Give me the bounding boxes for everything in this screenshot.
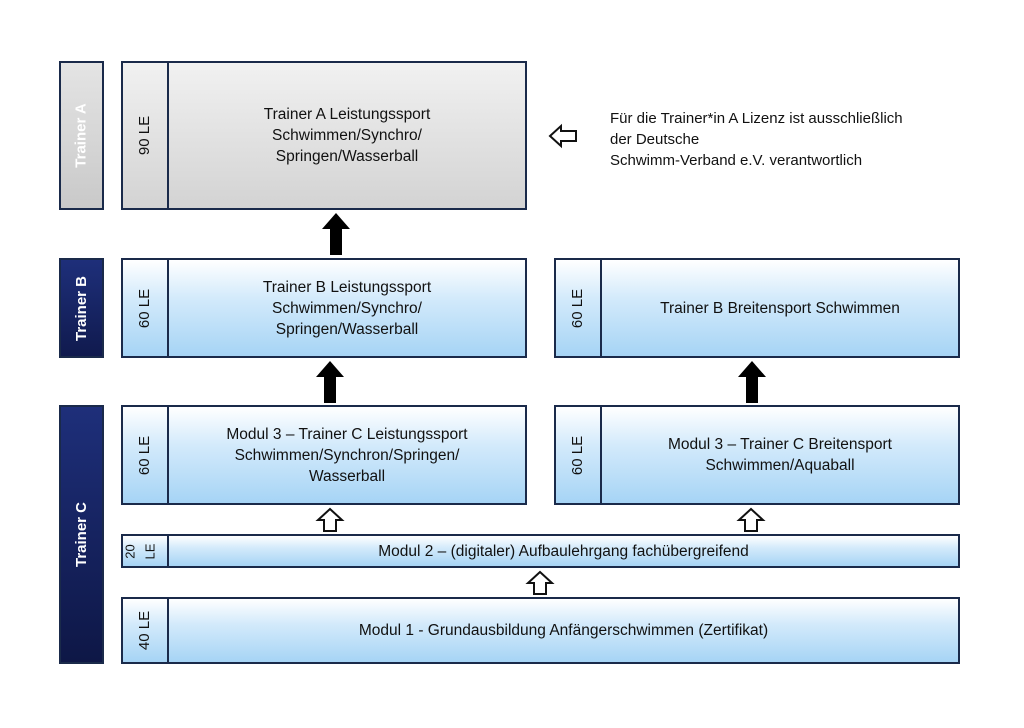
box-trainer-a-leistungssport: 90 LE Trainer A Leistungssport Schwimmen… <box>121 61 527 210</box>
box-text-line: Springen/Wasserball <box>275 320 419 338</box>
le-cell: 20 LE <box>123 536 169 566</box>
solid-up-arrow-icon <box>322 213 350 255</box>
le-cell: 90 LE <box>123 63 169 208</box>
box-text-line: Modul 3 – Trainer C Leistungssport <box>226 425 468 443</box>
box-modul1: 40 LE Modul 1 - Grundausbildung Anfänger… <box>121 597 960 664</box>
box-text-line: Modul 3 – Trainer C Breitensport <box>668 436 892 453</box>
level-label-trainer-a-text: Trainer A <box>73 103 90 168</box>
le-cell: 40 LE <box>123 599 169 662</box>
le-value: 90 LE <box>136 115 154 156</box>
level-label-trainer-b: Trainer B <box>59 258 104 358</box>
level-label-trainer-c: Trainer C <box>59 405 104 664</box>
box-text: Trainer B Breitensport Schwimmen <box>602 260 958 356</box>
level-label-trainer-c-text: Trainer C <box>73 501 90 568</box>
box-text-line: Trainer A Leistungssport <box>263 106 431 123</box>
le-value: 60 LE <box>569 288 587 328</box>
level-label-trainer-b-text: Trainer B <box>73 275 90 341</box>
box-modul2: 20 LE Modul 2 – (digitaler) Aufbaulehrga… <box>121 534 960 568</box>
box-text-line: Modul 2 – (digitaler) Aufbaulehrgang fac… <box>378 542 749 560</box>
box-text: Modul 2 – (digitaler) Aufbaulehrgang fac… <box>169 536 958 566</box>
hollow-up-arrow-icon <box>736 507 766 532</box>
box-text: Modul 3 – Trainer C Leistungssport Schwi… <box>169 407 525 503</box>
box-text-line: Schwimmen/Synchro/ <box>272 299 422 317</box>
box-text: Modul 1 - Grundausbildung Anfängerschwim… <box>169 599 958 662</box>
box-text-line: Schwimmen/Synchron/Springen/ <box>234 446 460 464</box>
box-text-line: Trainer B Leistungssport <box>262 278 432 296</box>
le-cell: 60 LE <box>123 260 169 356</box>
hollow-up-arrow-icon <box>525 570 555 595</box>
le-cell: 60 LE <box>556 407 602 503</box>
le-cell: 60 LE <box>556 260 602 356</box>
box-trainer-b-leistungssport: 60 LE Trainer B Leistungssport Schwimmen… <box>121 258 527 358</box>
box-text: Trainer B Leistungssport Schwimmen/Synch… <box>169 260 525 356</box>
box-text-line: Schwimmen/Synchro/ <box>272 127 422 144</box>
le-value: 60 LE <box>569 435 587 475</box>
hollow-up-arrow-icon <box>315 507 345 532</box>
box-text-line: Wasserball <box>308 467 386 485</box>
note-text: Für die Trainer*in A Lizenz ist ausschli… <box>610 108 970 171</box>
note-line: Für die Trainer*in A Lizenz ist ausschli… <box>610 110 903 127</box>
level-label-trainer-a: Trainer A <box>59 61 104 210</box>
le-unit: LE <box>142 543 158 560</box>
box-modul3-breitensport: 60 LE Modul 3 – Trainer C Breitensport S… <box>554 405 960 505</box>
box-text-line: Trainer B Breitensport Schwimmen <box>660 299 900 317</box>
box-text-line: Springen/Wasserball <box>275 148 419 165</box>
note-line: Schwimm-Verband e.V. verantwortlich <box>610 152 863 169</box>
le-value: 60 LE <box>136 435 154 475</box>
box-text-line: Schwimmen/Aquaball <box>705 457 855 474</box>
solid-up-arrow-icon <box>316 361 344 403</box>
le-cell: 60 LE <box>123 407 169 503</box>
box-text-line: Modul 1 - Grundausbildung Anfängerschwim… <box>358 622 769 639</box>
solid-up-arrow-icon <box>738 361 766 403</box>
le-value: 20 <box>122 544 138 559</box>
le-value: 40 LE <box>136 610 154 651</box>
box-text: Modul 3 – Trainer C Breitensport Schwimm… <box>602 407 958 503</box>
le-value: 60 LE <box>136 288 154 328</box>
box-modul3-leistungssport: 60 LE Modul 3 – Trainer C Leistungssport… <box>121 405 527 505</box>
box-text: Trainer A Leistungssport Schwimmen/Synch… <box>169 63 525 208</box>
note-line: der Deutsche <box>610 131 700 148</box>
hollow-left-arrow-icon <box>548 123 577 149</box>
box-trainer-b-breitensport: 60 LE Trainer B Breitensport Schwimmen <box>554 258 960 358</box>
